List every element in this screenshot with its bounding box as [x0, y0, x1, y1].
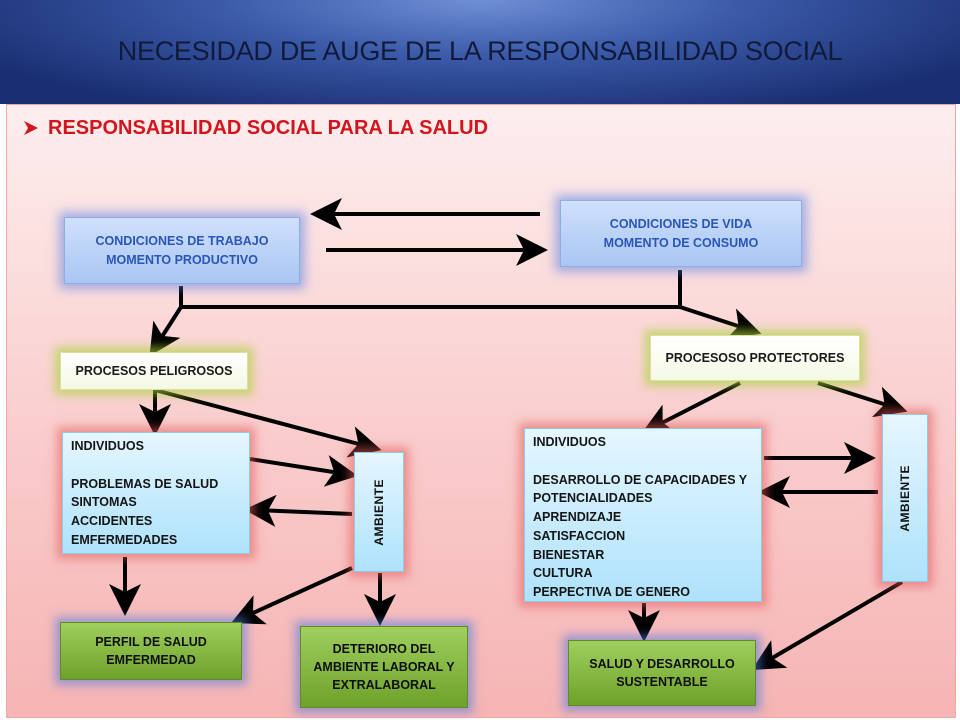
- node-line: ACCIDENTES: [71, 514, 153, 528]
- arrow-individuos-to-ambiente: [249, 455, 358, 487]
- node-line: POTENCIALIDADES: [533, 491, 653, 506]
- arrow-bullet-icon: [24, 121, 38, 135]
- node-line: INDIVIDUOS: [71, 439, 144, 453]
- node-line: DETERIORO DEL: [332, 641, 436, 656]
- node-individuos-right: INDIVIDUOS DESARROLLO DE CAPACIDADES Y P…: [524, 428, 762, 602]
- node-line: SALUD Y DESARROLLO: [589, 656, 735, 671]
- node-line: MOMENTO PRODUCTIVO: [106, 252, 258, 267]
- node-line: CONDICIONES DE TRABAJO: [95, 234, 269, 249]
- node-line: CONDICIONES DE VIDA: [609, 217, 753, 232]
- node-line: DESARROLLO DE CAPACIDADES Y: [533, 472, 748, 487]
- node-line: EXTRALABORAL: [332, 678, 436, 693]
- node-line: CULTURA: [533, 566, 593, 581]
- section-heading: RESPONSABILIDAD SOCIAL PARA LA SALUD: [22, 113, 488, 143]
- node-line: [71, 456, 218, 475]
- section-heading-text: RESPONSABILIDAD SOCIAL PARA LA SALUD: [48, 116, 489, 139]
- slide-header: NECESIDAD DE AUGE DE LA RESPONSABILIDAD …: [0, 0, 960, 104]
- arrow-ambiente-to-individuos: [244, 494, 353, 527]
- node-label: AMBIENTE: [372, 478, 386, 546]
- node-procesos-peligrosos: PROCESOS PELIGROSOS: [60, 352, 248, 390]
- node-line: PROBLEMAS DE SALUD: [71, 476, 219, 491]
- node-label: PROCESOSO PROTECTORES: [665, 350, 845, 365]
- node-condiciones-vida: CONDICIONES DE VIDA MOMENTO DE CONSUMO: [560, 200, 802, 267]
- node-deterioro-ambiente: DETERIORO DEL AMBIENTE LABORAL Y EXTRALA…: [300, 626, 468, 708]
- node-line: [533, 452, 747, 471]
- node-procesos-protectores: PROCESOSO PROTECTORES: [650, 335, 860, 381]
- arrow-to-protectores: [679, 305, 762, 339]
- node-line: PERFIL DE SALUD: [95, 634, 207, 649]
- node-line: EMFERMEDADES: [71, 532, 178, 547]
- arrow-protectores-to-individuos: [641, 381, 741, 434]
- node-salud-desarrollo: SALUD Y DESARROLLO SUSTENTABLE: [568, 640, 756, 706]
- node-ambiente-right: AMBIENTE: [882, 414, 928, 582]
- slide-title: NECESIDAD DE AUGE DE LA RESPONSABILIDAD …: [117, 36, 843, 66]
- node-line: PERPECTIVA DE GENERO: [533, 585, 690, 599]
- node-line: EMFERMEDAD: [106, 653, 196, 667]
- node-label: AMBIENTE: [898, 464, 912, 532]
- connector-merge: [179, 270, 682, 309]
- arrow-ambiente-to-perfil: [231, 566, 353, 625]
- node-ambiente-left: AMBIENTE: [354, 452, 404, 572]
- node-line: SATISFACCION: [533, 528, 626, 543]
- node-line: INDIVIDUOS: [533, 435, 606, 449]
- arrow-ambiente-to-salud: [751, 580, 904, 671]
- node-line: SUSTENTABLE: [616, 675, 708, 689]
- node-line: BIENESTAR: [533, 547, 605, 562]
- node-label: PROCESOS PELIGROSOS: [75, 363, 233, 378]
- node-individuos-left: INDIVIDUOS PROBLEMAS DE SALUD SINTOMAS A…: [62, 432, 250, 554]
- node-line: AMBIENTE LABORAL Y: [313, 659, 455, 674]
- node-line: MOMENTO DE CONSUMO: [603, 235, 759, 250]
- arrow-protectores-to-ambiente: [817, 381, 908, 418]
- node-perfil-salud: PERFIL DE SALUD EMFERMEDAD: [60, 622, 242, 680]
- node-line: SINTOMAS: [71, 495, 137, 510]
- arrow-peligrosos-to-ambiente: [154, 388, 382, 458]
- node-condiciones-trabajo: CONDICIONES DE TRABAJO MOMENTO PRODUCTIV…: [64, 217, 300, 284]
- arrow-to-peligrosos: [149, 305, 183, 357]
- node-line: APRENDIZAJE: [533, 510, 622, 524]
